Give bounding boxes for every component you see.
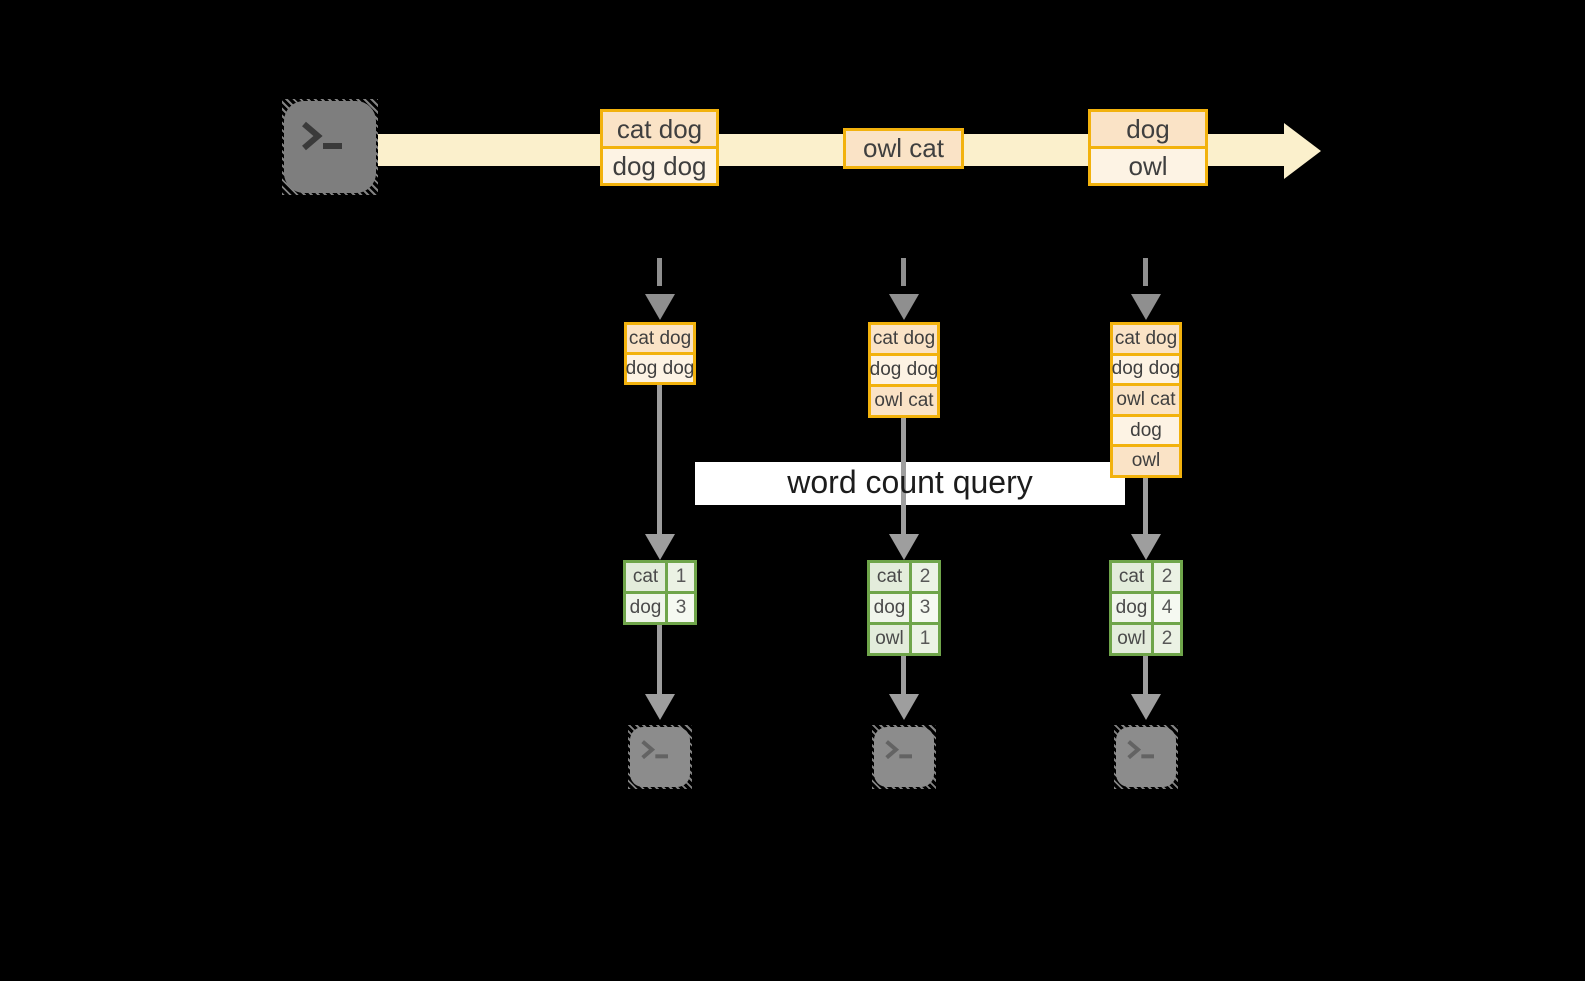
- stream-arrowhead-icon: [1284, 123, 1321, 179]
- word-cell: owl: [1112, 625, 1151, 653]
- table-row: cat 2: [1112, 563, 1180, 591]
- batch-line: cat dog: [603, 112, 716, 146]
- state-row: cat dog: [871, 325, 937, 353]
- batch-line: owl cat: [846, 131, 961, 166]
- count-cell: 3: [668, 594, 694, 622]
- word-cell: dog: [870, 594, 909, 622]
- word-cell: owl: [870, 625, 909, 653]
- stream-batch-1: cat dog dog dog: [600, 109, 719, 186]
- prompt-glyph-icon: [885, 740, 912, 760]
- table-row: dog 3: [626, 594, 694, 622]
- count-cell: 1: [912, 625, 938, 653]
- terminal-icon: [282, 99, 378, 195]
- prompt-glyph-icon: [302, 121, 342, 151]
- word-cell: cat: [1112, 563, 1151, 591]
- state-row: cat dog: [627, 325, 693, 352]
- terminal-icon: [628, 725, 692, 789]
- wordcount-result-table-2: cat 2 dog 3 owl 1: [867, 560, 941, 656]
- dashed-arrow-line: [1143, 258, 1148, 286]
- count-cell: 4: [1154, 594, 1180, 622]
- arrowhead-icon: [645, 534, 675, 560]
- batch-line: dog: [1091, 112, 1205, 146]
- word-cell: dog: [1112, 594, 1151, 622]
- arrow-line: [901, 417, 906, 536]
- arrow-line: [657, 384, 662, 536]
- batch-line: owl: [1091, 149, 1205, 183]
- stream-batch-2: owl cat: [843, 128, 964, 169]
- arrow-line: [901, 655, 906, 696]
- wordcount-result-table-1: cat 1 dog 3: [623, 560, 697, 625]
- state-row: owl: [1113, 447, 1179, 475]
- table-row: owl 2: [1112, 625, 1180, 653]
- arrowhead-icon: [889, 534, 919, 560]
- dashed-arrowhead-icon: [645, 294, 675, 320]
- state-row: dog dog: [626, 355, 694, 382]
- input-state-table-1: cat dog dog dog: [624, 322, 696, 385]
- dashed-arrow-line: [901, 258, 906, 286]
- count-cell: 1: [668, 563, 694, 591]
- state-row: owl cat: [1113, 386, 1179, 414]
- state-row: owl cat: [871, 387, 937, 415]
- stream-batch-3: dog owl: [1088, 109, 1208, 186]
- arrowhead-icon: [645, 694, 675, 720]
- word-cell: cat: [870, 563, 909, 591]
- prompt-glyph-icon: [1127, 740, 1154, 760]
- terminal-icon: [1114, 725, 1178, 789]
- arrowhead-icon: [889, 694, 919, 720]
- count-cell: 3: [912, 594, 938, 622]
- batch-line: dog dog: [603, 149, 716, 183]
- word-cell: cat: [626, 563, 665, 591]
- word-cell: dog: [626, 594, 665, 622]
- table-row: dog 4: [1112, 594, 1180, 622]
- query-label: word count query: [787, 464, 1033, 500]
- arrowhead-icon: [1131, 534, 1161, 560]
- count-cell: 2: [1154, 563, 1180, 591]
- table-row: cat 1: [626, 563, 694, 591]
- arrow-line: [1143, 477, 1148, 536]
- dashed-arrowhead-icon: [889, 294, 919, 320]
- count-cell: 2: [912, 563, 938, 591]
- arrow-line: [657, 624, 662, 696]
- terminal-icon: [872, 725, 936, 789]
- state-row: dog dog: [870, 356, 938, 384]
- arrowhead-icon: [1131, 694, 1161, 720]
- state-row: dog dog: [1112, 355, 1180, 384]
- count-cell: 2: [1154, 625, 1180, 653]
- dashed-arrow-line: [657, 258, 662, 286]
- arrow-line: [1143, 655, 1148, 696]
- table-row: owl 1: [870, 625, 938, 653]
- query-label-background: [695, 462, 1125, 505]
- table-row: cat 2: [870, 563, 938, 591]
- prompt-glyph-icon: [641, 740, 668, 760]
- state-row: dog: [1113, 416, 1179, 445]
- dashed-arrowhead-icon: [1131, 294, 1161, 320]
- wordcount-result-table-3: cat 2 dog 4 owl 2: [1109, 560, 1183, 656]
- input-state-table-3: cat dog dog dog owl cat dog owl: [1110, 322, 1182, 478]
- state-row: cat dog: [1113, 325, 1179, 353]
- input-state-table-2: cat dog dog dog owl cat: [868, 322, 940, 418]
- table-row: dog 3: [870, 594, 938, 622]
